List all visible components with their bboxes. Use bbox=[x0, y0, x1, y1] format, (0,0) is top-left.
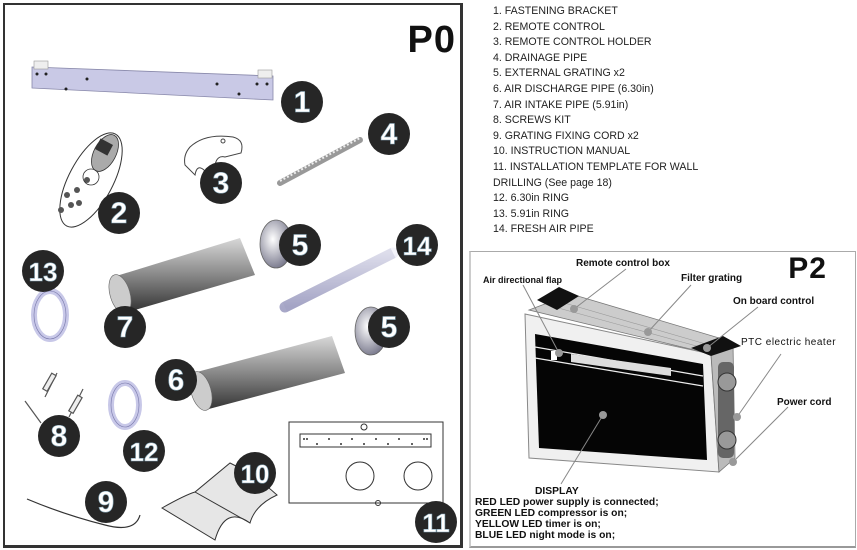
part-badge: 2 bbox=[98, 192, 140, 234]
parts-list-item: 6. AIR DISCHARGE PIPE (6.30in) bbox=[493, 82, 654, 95]
part-badge: 11 bbox=[415, 501, 457, 543]
ring-5-91in bbox=[31, 288, 69, 342]
installation-template bbox=[288, 421, 444, 506]
air-conditioner-illustration bbox=[522, 268, 789, 485]
part-badge: 12 bbox=[123, 430, 165, 472]
part-badge: 1 bbox=[281, 81, 323, 123]
display-line-green: GREEN LED compressor is on; bbox=[475, 508, 628, 519]
unit-overview-panel: P2 Remote control box Air directional fl… bbox=[469, 251, 856, 548]
callout-on-board-control: On board control bbox=[733, 296, 815, 307]
badge-number: 7 bbox=[117, 311, 134, 344]
badge-circle bbox=[98, 192, 140, 234]
parts-list-item: 2. REMOTE CONTROL bbox=[493, 20, 605, 33]
callout-filter-grating: Filter grating bbox=[681, 273, 743, 284]
parts-list-item: 5. EXTERNAL GRATING x2 bbox=[493, 67, 625, 80]
display-legend: DISPLAY RED LED power supply is connecte… bbox=[475, 486, 659, 541]
display-line-red: RED LED power supply is connected; bbox=[475, 497, 659, 508]
badge-circle bbox=[200, 162, 242, 204]
part-badge: 9 bbox=[85, 481, 127, 523]
parts-list-item: 4. DRAINAGE PIPE bbox=[493, 51, 588, 64]
badge-number: 14 bbox=[403, 231, 432, 261]
fastening-bracket bbox=[31, 60, 274, 101]
parts-list-item: DRILLING (See page 18) bbox=[493, 176, 612, 189]
badge-circle bbox=[396, 224, 438, 266]
badge-circle bbox=[123, 430, 165, 472]
callout-remote-control-box: Remote control box bbox=[576, 258, 670, 269]
badge-circle bbox=[104, 306, 146, 348]
badge-number: 8 bbox=[51, 420, 68, 453]
part-badge: 10 bbox=[234, 452, 276, 494]
badge-number: 9 bbox=[98, 486, 115, 519]
remote-control bbox=[58, 132, 123, 228]
ring-6-30in bbox=[108, 380, 142, 430]
badge-circle bbox=[368, 113, 410, 155]
callout-air-directional-flap: Air directional flap bbox=[483, 275, 563, 285]
air-discharge-pipe bbox=[189, 336, 345, 411]
parts-list-item: 13. 5.91in RING bbox=[493, 207, 569, 220]
remote-control-holder bbox=[184, 135, 243, 177]
part-badge: 7 bbox=[104, 306, 146, 348]
parts-list-item: 8. SCREWS KIT bbox=[493, 114, 571, 127]
badge-number: 6 bbox=[168, 364, 185, 397]
part-badge: 4 bbox=[368, 113, 410, 155]
badge-circle bbox=[85, 481, 127, 523]
air-intake-pipe bbox=[108, 238, 255, 314]
badge-circle bbox=[234, 452, 276, 494]
drainage-pipe bbox=[277, 137, 363, 186]
badge-number: 3 bbox=[213, 167, 230, 200]
parts-list-item: 3. REMOTE CONTROL HOLDER bbox=[493, 36, 652, 49]
badge-circle bbox=[22, 250, 64, 292]
part-badge: 3 bbox=[200, 162, 242, 204]
badge-number: 4 bbox=[381, 118, 398, 151]
parts-list-item: 10. INSTRUCTION MANUAL bbox=[493, 145, 631, 158]
badge-circle bbox=[155, 359, 197, 401]
badge-circle bbox=[38, 415, 80, 457]
badge-number: 12 bbox=[130, 437, 159, 467]
badge-number: 2 bbox=[111, 197, 128, 230]
parts-list-item: 14. FRESH AIR PIPE bbox=[493, 223, 594, 236]
fresh-air-pipe bbox=[279, 247, 399, 313]
parts-list-item: 7. AIR INTAKE PIPE (5.91in) bbox=[493, 98, 629, 111]
display-line-yellow: YELLOW LED timer is on; bbox=[475, 519, 601, 530]
parts-list-item: 9. GRATING FIXING CORD x2 bbox=[493, 129, 639, 142]
panel-label-p2: P2 bbox=[788, 252, 827, 285]
part-badge: 14 bbox=[396, 224, 438, 266]
part-badge: 8 bbox=[38, 415, 80, 457]
badge-number: 11 bbox=[422, 508, 450, 538]
parts-list-item: 1. FASTENING BRACKET bbox=[493, 5, 618, 17]
badge-circle bbox=[281, 81, 323, 123]
display-line-blue: BLUE LED night mode is on; bbox=[475, 530, 616, 541]
display-title: DISPLAY bbox=[535, 486, 579, 497]
panel-label-p0: P0 bbox=[407, 19, 456, 61]
badge-number: 5 bbox=[381, 311, 398, 344]
badge-circle bbox=[279, 224, 321, 266]
part-badge: 6 bbox=[155, 359, 197, 401]
badge-circle bbox=[368, 306, 410, 348]
parts-list: 1. FASTENING BRACKET 2. REMOTE CONTROL 3. … bbox=[493, 4, 698, 238]
callout-ptc-electric-heater: PTC electric heater bbox=[741, 337, 837, 348]
part-badge: 5 bbox=[368, 306, 410, 348]
badge-number: 1 bbox=[294, 86, 311, 119]
part-badge: 13 bbox=[22, 250, 64, 292]
badge-number: 10 bbox=[241, 459, 270, 489]
badge-number: 5 bbox=[292, 229, 309, 262]
parts-list-item: 12. 6.30in RING bbox=[493, 192, 569, 205]
grating-fixing-cord bbox=[26, 498, 141, 528]
callout-power-cord: Power cord bbox=[777, 397, 832, 408]
badge-number: 13 bbox=[29, 257, 58, 287]
screws-kit bbox=[24, 372, 84, 424]
part-badge: 5 bbox=[279, 224, 321, 266]
parts-list-item: 11. INSTALLATION TEMPLATE FOR WALL bbox=[493, 160, 699, 173]
badge-circle bbox=[415, 501, 457, 543]
